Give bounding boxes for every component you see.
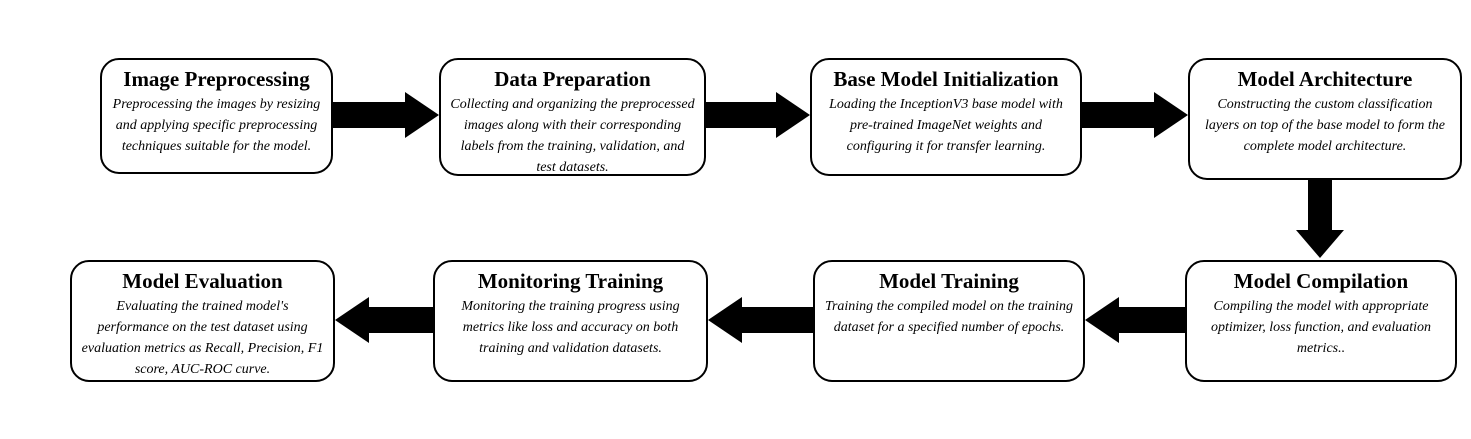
node-title: Monitoring Training (477, 269, 664, 293)
arrow-model-architecture-to-model-compilation-icon (1296, 180, 1344, 258)
node-description: Preprocessing the images by resizing and… (112, 97, 321, 155)
arrow-model-training-to-monitoring-training-icon (708, 297, 813, 343)
arrow-base-model-initialization-to-model-architecture-icon (1082, 92, 1188, 138)
arrow-monitoring-training-to-model-evaluation-icon (335, 297, 433, 343)
arrow-image-preprocessing-to-data-preparation-icon (333, 92, 439, 138)
node-title: Model Evaluation (122, 269, 283, 293)
node-title: Data Preparation (494, 67, 651, 91)
node-description: Collecting and organizing the preprocess… (450, 97, 695, 176)
node-description: Evaluating the trained model's performan… (81, 299, 324, 378)
node-model-compilation: Model Compilation Compiling the model wi… (1185, 260, 1457, 382)
node-title: Model Training (879, 269, 1019, 293)
node-description: Constructing the custom classification l… (1205, 97, 1445, 155)
arrow-data-preparation-to-base-model-initialization-icon (706, 92, 810, 138)
node-description: Compiling the model with appropriate opt… (1210, 299, 1432, 357)
node-description: Loading the InceptionV3 base model with … (829, 97, 1063, 155)
node-data-preparation: Data Preparation Collecting and organizi… (439, 58, 706, 176)
node-model-evaluation: Model Evaluation Evaluating the trained … (70, 260, 335, 382)
node-title: Base Model Initialization (833, 67, 1059, 91)
node-title: Model Architecture (1237, 67, 1413, 91)
arrow-model-compilation-to-model-training-icon (1085, 297, 1185, 343)
node-model-training: Model Training Training the compiled mod… (813, 260, 1085, 382)
node-base-model-initialization: Base Model Initialization Loading the In… (810, 58, 1082, 176)
node-description: Monitoring the training progress using m… (461, 299, 680, 357)
node-model-architecture: Model Architecture Constructing the cust… (1188, 58, 1462, 180)
node-description: Training the compiled model on the train… (824, 299, 1074, 336)
node-image-preprocessing: Image Preprocessing Preprocessing the im… (100, 58, 333, 174)
node-title: Model Compilation (1233, 269, 1409, 293)
node-title: Image Preprocessing (123, 67, 310, 91)
node-monitoring-training: Monitoring Training Monitoring the train… (433, 260, 708, 382)
